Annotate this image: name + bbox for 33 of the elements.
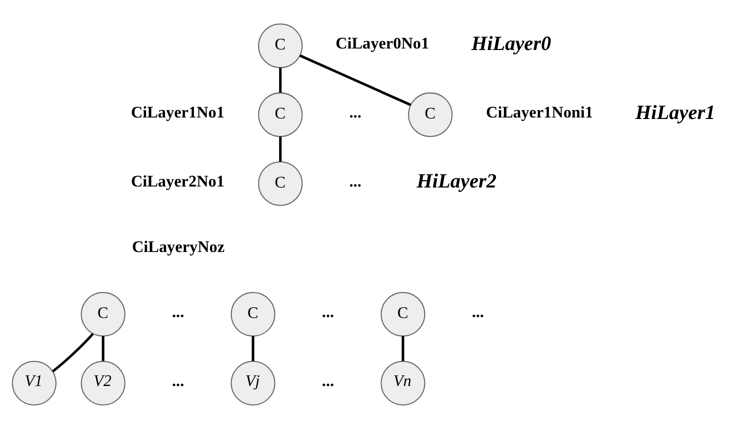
connector bbox=[402, 336, 404, 362]
connector bbox=[252, 336, 254, 362]
node-circle: C bbox=[258, 161, 303, 206]
node-label: CiLayer1Noni1 bbox=[486, 104, 594, 122]
label: ... bbox=[172, 372, 184, 390]
label: HiLayer0 bbox=[471, 32, 552, 55]
connector bbox=[299, 54, 412, 106]
label: ... bbox=[472, 303, 484, 322]
label: HiLayer2 bbox=[416, 170, 496, 193]
node-circle: C bbox=[230, 292, 276, 337]
connector bbox=[279, 136, 282, 162]
node-circle: C bbox=[408, 92, 453, 137]
connector bbox=[102, 336, 104, 362]
label: ... bbox=[322, 372, 334, 390]
label: ... bbox=[172, 303, 184, 322]
node-label: CiLayer1No1 bbox=[130, 104, 224, 122]
label: HiLayer1 bbox=[635, 102, 716, 124]
connector bbox=[279, 68, 282, 93]
node-circle: Vj bbox=[230, 360, 276, 406]
node-circle: V1 bbox=[12, 360, 56, 406]
node-circle: C bbox=[258, 92, 303, 137]
node-circle: C bbox=[258, 24, 303, 68]
label: ... bbox=[349, 172, 362, 190]
node-circle: V2 bbox=[80, 360, 126, 406]
node-label: CiLayer2No1 bbox=[130, 172, 224, 190]
label: ... bbox=[322, 303, 334, 322]
label: CiLayeryNoz bbox=[132, 238, 225, 256]
node-circle: Vn bbox=[380, 360, 426, 406]
node-circle: C bbox=[80, 292, 126, 337]
label: ... bbox=[349, 104, 362, 122]
node-circle: C bbox=[380, 292, 426, 337]
connector bbox=[52, 333, 94, 372]
node-label: CiLayer0No1 bbox=[336, 34, 430, 53]
